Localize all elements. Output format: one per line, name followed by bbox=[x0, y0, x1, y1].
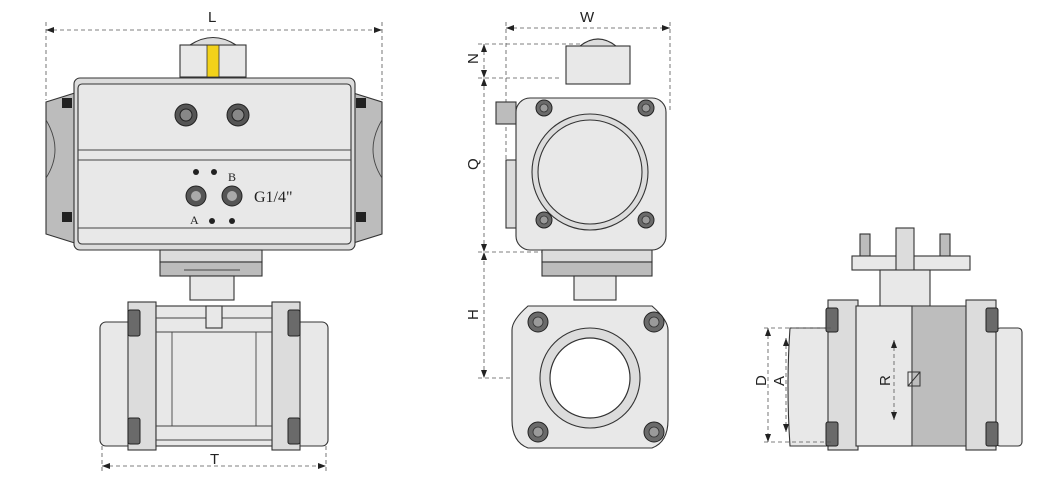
front-view: L bbox=[45, 9, 383, 474]
indicator-cap bbox=[179, 36, 247, 78]
port-b-label: B bbox=[228, 170, 236, 184]
mounting-bracket bbox=[159, 249, 263, 301]
label-r: R bbox=[877, 375, 894, 386]
label-q: Q bbox=[465, 158, 482, 170]
label-t: T bbox=[210, 451, 219, 468]
section-view: D A R bbox=[753, 227, 1023, 451]
side-view: W N Q H bbox=[465, 9, 671, 449]
dim-l: L bbox=[45, 9, 383, 100]
dim-t: T bbox=[101, 446, 327, 474]
label-h: H bbox=[465, 309, 482, 320]
port-size-label: G1/4" bbox=[254, 189, 293, 206]
yellow-indicator bbox=[206, 44, 220, 78]
label-a: A bbox=[771, 376, 788, 386]
port-a-label: A bbox=[190, 213, 199, 227]
dim-vertical: N Q H bbox=[465, 43, 580, 379]
label-w: W bbox=[580, 9, 595, 26]
label-l: L bbox=[208, 9, 216, 26]
actuator-body: A B G1/4" bbox=[45, 77, 383, 251]
label-n: N bbox=[465, 53, 482, 64]
valve-body bbox=[99, 301, 329, 451]
dim-w: W bbox=[505, 9, 671, 160]
label-d: D bbox=[753, 375, 770, 386]
